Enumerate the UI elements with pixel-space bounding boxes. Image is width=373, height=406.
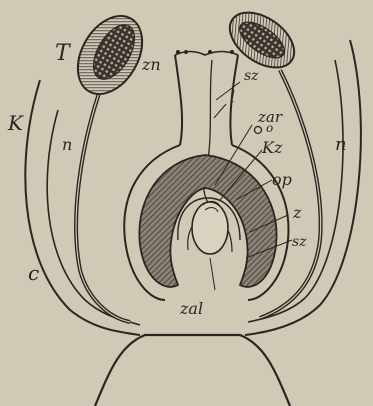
label-n-left: n	[62, 135, 72, 154]
label-o: o	[266, 121, 273, 135]
label-K: K	[7, 111, 24, 135]
label-sz-low: sz	[292, 234, 307, 250]
label-Kz: Kz	[261, 138, 283, 157]
label-n-right: n	[335, 134, 347, 155]
label-op: op	[272, 170, 292, 189]
label-c: c	[28, 261, 39, 285]
label-zn: zn	[141, 55, 161, 74]
label-l: l	[230, 87, 235, 106]
label-T: T	[55, 41, 72, 66]
label-sz-top: sz	[244, 68, 259, 84]
label-zal: zal	[179, 299, 203, 318]
label-z: z	[292, 203, 302, 222]
embryo-sac	[192, 202, 228, 254]
